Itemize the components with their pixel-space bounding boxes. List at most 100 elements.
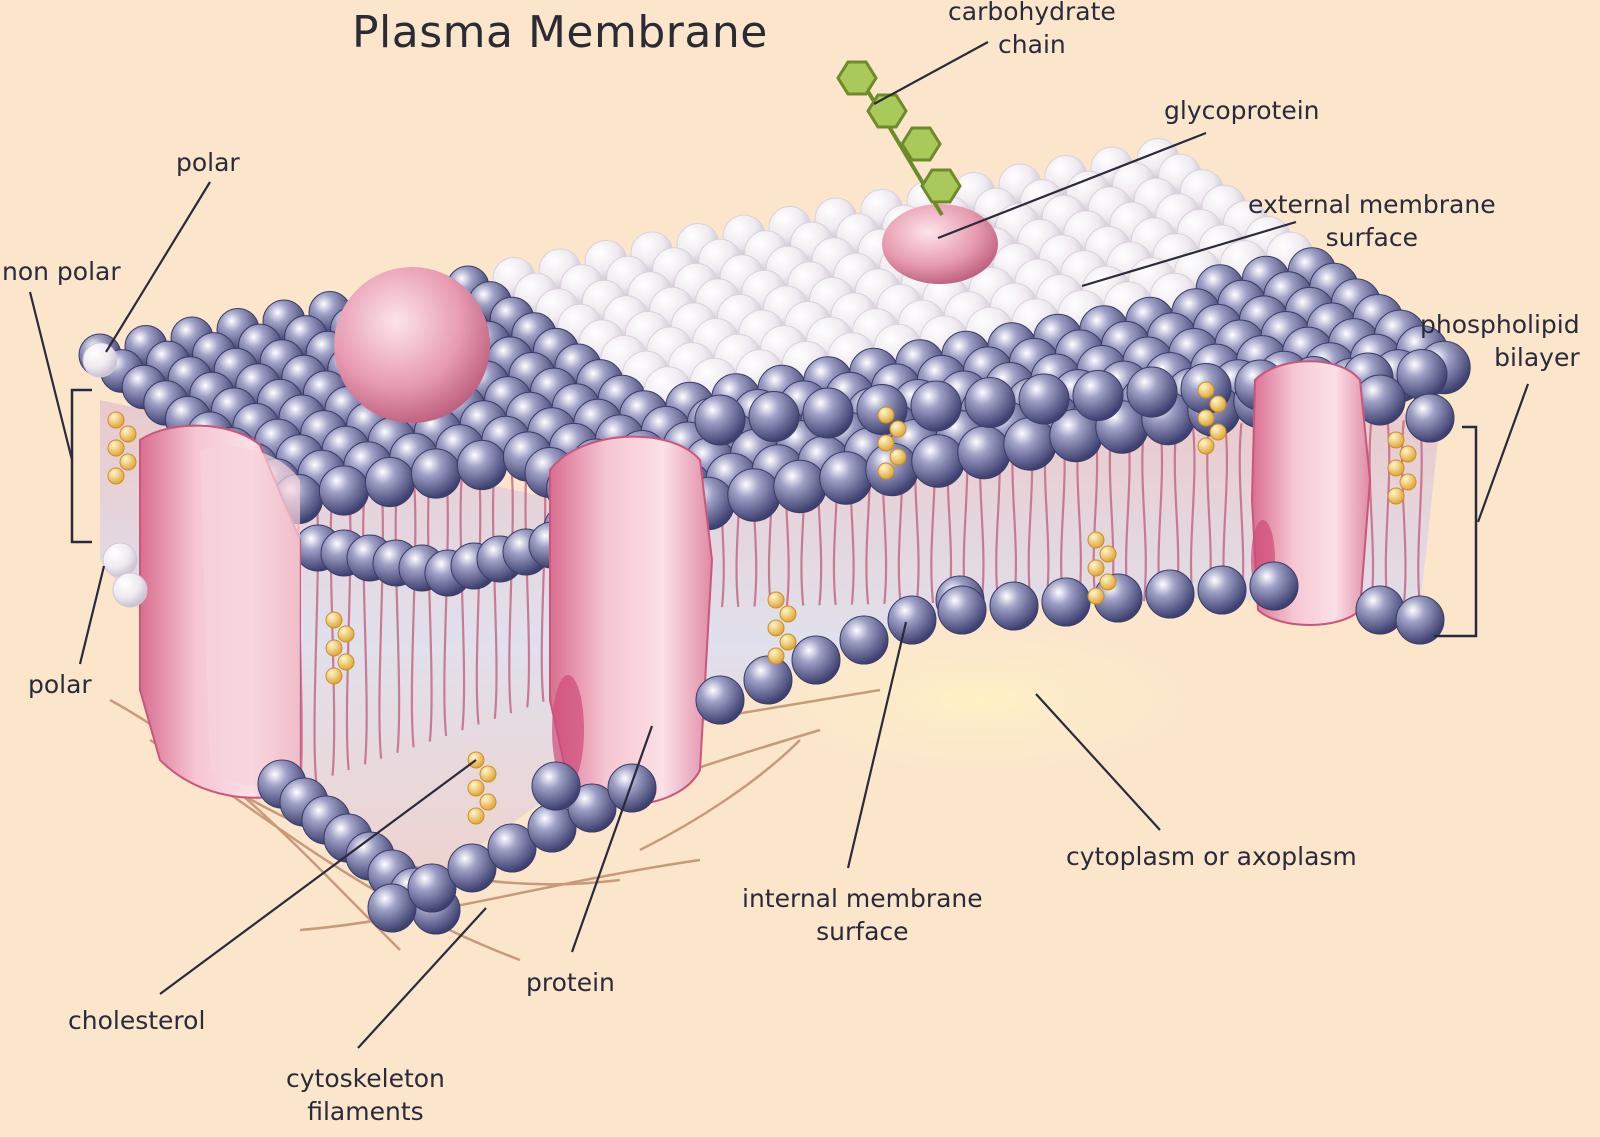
fatty-acid-tail	[313, 493, 320, 782]
cholesterol-ring	[479, 793, 497, 811]
label-cholesterol: cholesterol	[68, 1006, 206, 1035]
phospholipid-head	[102, 542, 138, 578]
cholesterol-ring	[119, 453, 137, 471]
fatty-acid-tail	[1189, 423, 1196, 603]
cholesterol-molecule	[107, 411, 137, 485]
phospholipid-head	[802, 387, 854, 439]
phospholipid-head	[1072, 370, 1124, 421]
fatty-acid-tail	[1417, 419, 1423, 607]
label-external-membrane-surface-line2: surface	[1325, 223, 1418, 252]
cholesterol-ring	[325, 667, 343, 685]
label-cytoskeleton-filaments-line1: cytoskeleton	[286, 1064, 445, 1093]
fatty-acid-tail	[443, 472, 449, 736]
phospholipid-head	[364, 456, 416, 508]
cholesterol-molecule	[1087, 531, 1117, 605]
phospholipid-head	[791, 635, 841, 685]
fatty-acid-tail	[524, 459, 531, 708]
cholesterol-ring	[1387, 459, 1405, 477]
label-polar-top: polar	[176, 148, 240, 177]
cholesterol-ring	[1209, 395, 1227, 413]
cholesterol-ring	[1197, 381, 1215, 399]
cholesterol-ring	[325, 611, 343, 629]
phospholipid-head	[1018, 373, 1070, 425]
cholesterol-ring	[1099, 573, 1117, 591]
cholesterol-ring	[1387, 487, 1405, 505]
phospholipid-head	[407, 863, 457, 913]
cholesterol-molecule	[467, 751, 497, 825]
label-cytoskeleton-filaments: cytoskeleton filaments	[286, 1062, 445, 1128]
cholesterol-ring	[1197, 437, 1215, 455]
cholesterol-ring	[767, 619, 785, 637]
fatty-acid-tail	[394, 480, 401, 754]
fatty-acid-tail	[427, 475, 433, 742]
phospholipid-head	[447, 843, 497, 893]
fatty-acid-tail	[1368, 420, 1375, 606]
internal-membrane-surface-heads	[257, 561, 1445, 935]
cholesterol-ring	[779, 633, 797, 651]
fatty-acid-tail	[475, 467, 482, 725]
cholesterol-ring	[779, 605, 797, 623]
phospholipid-head	[1405, 393, 1455, 443]
phospholipid-head	[112, 572, 148, 608]
phospholipid-head	[743, 655, 793, 705]
phospholipid-head	[839, 615, 889, 665]
cholesterol-ring	[767, 591, 785, 609]
phospholipid-head	[694, 394, 746, 446]
cholesterol-ring	[107, 467, 125, 485]
cholesterol-ring	[1209, 423, 1227, 441]
phospholipid-head	[1249, 561, 1299, 611]
phospholipid-head	[957, 425, 1011, 480]
bilayer-core	[100, 380, 1440, 900]
cholesterol-ring	[889, 420, 907, 438]
phospholipid-head	[819, 451, 873, 505]
cholesterol-ring	[1087, 559, 1105, 577]
fatty-acid-tail	[1141, 424, 1147, 602]
phospholipid-head	[410, 448, 462, 499]
glycoprotein-shape	[882, 204, 998, 284]
label-non-polar: non polar	[2, 257, 121, 286]
label-protein: protein	[526, 968, 615, 997]
cholesterol-ring	[119, 425, 137, 443]
cholesterol-molecule	[767, 591, 797, 665]
phospholipid-head	[964, 377, 1016, 428]
label-internal-membrane-surface-line1: internal membrane	[742, 884, 983, 913]
fatty-acid-tail	[491, 464, 498, 719]
cholesterol-ring	[1399, 445, 1417, 463]
label-carbohydrate-chain-line2: chain	[998, 30, 1066, 59]
fatty-acid-tail	[459, 469, 466, 731]
transmembrane-proteins	[139, 360, 1372, 807]
phospholipid-head	[367, 883, 417, 933]
phospholipid-head	[607, 763, 657, 813]
label-carbohydrate-chain-line1: carbohydrate	[948, 0, 1116, 26]
phospholipid-head	[989, 581, 1039, 631]
cholesterol-molecule	[325, 611, 355, 685]
phospholipid-head	[82, 342, 118, 378]
cholesterol-ring	[467, 779, 485, 797]
cholesterol-molecule	[877, 406, 907, 480]
leader-lines	[28, 41, 1530, 1049]
cholesterol-molecule	[1197, 381, 1227, 455]
phospholipid-head	[695, 675, 745, 725]
cholesterol-ring	[479, 765, 497, 783]
phospholipid-head	[748, 391, 800, 442]
fatty-acid-tail	[410, 477, 417, 748]
label-internal-membrane-surface-line2: surface	[816, 917, 909, 946]
cholesterol-ring	[337, 653, 355, 671]
cholesterol-ring	[1387, 431, 1405, 449]
phospholipid-head	[727, 468, 781, 522]
cholesterol-ring	[107, 439, 125, 457]
label-external-membrane-surface-line1: external membrane	[1248, 190, 1496, 219]
cholesterol-ring	[1099, 545, 1117, 563]
phospholipid-head	[318, 465, 370, 516]
fatty-acid-tail	[329, 490, 336, 776]
label-polar-bottom: polar	[28, 670, 92, 699]
bilayer-brackets	[70, 388, 1478, 638]
phospholipid-head	[1145, 569, 1195, 619]
phospholipid-head	[1041, 577, 1091, 627]
cholesterol-molecule	[1387, 431, 1417, 505]
label-cytoskeleton-filaments-line2: filaments	[307, 1097, 424, 1126]
edge-heads	[82, 342, 148, 608]
phospholipid-head	[531, 761, 581, 811]
